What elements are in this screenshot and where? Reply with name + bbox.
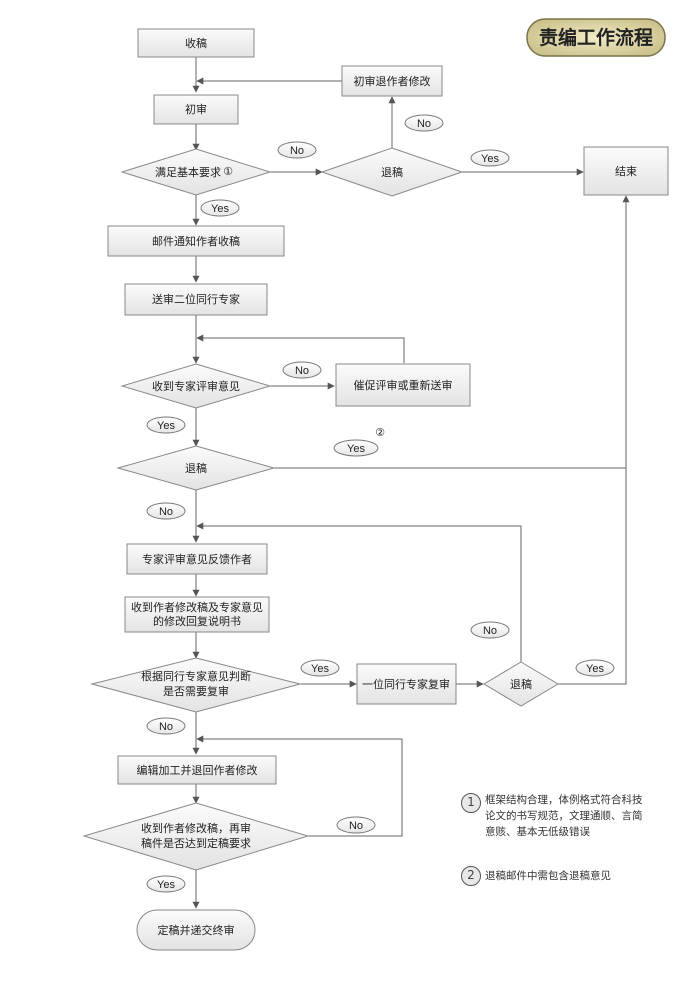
decision-d1-mark: ①	[223, 165, 233, 178]
svg-text:Yes: Yes	[347, 443, 365, 455]
node-n9: 一位同行专家复审	[356, 663, 457, 705]
decision-d4-label: 退稿	[185, 461, 207, 475]
label-l4: Yes	[470, 149, 510, 167]
note1-marker: 1	[461, 793, 481, 813]
node-n8-line1: 收到作者修改稿及专家意见	[131, 600, 263, 614]
svg-text:No: No	[290, 145, 304, 157]
node-n8-line2: 的修改回复说明书	[153, 614, 241, 628]
node-n2: 初审	[153, 94, 239, 125]
edge-d6-end	[558, 468, 627, 685]
svg-text:No: No	[295, 365, 309, 377]
decision-d5-line2: 是否需要复审	[163, 684, 229, 698]
label-l10: No	[470, 621, 510, 639]
node-n10: 编辑加工并退回作者修改	[117, 755, 277, 785]
label-l7-mark: ②	[375, 426, 385, 439]
decision-d6-label: 退稿	[510, 677, 532, 691]
node-n8: 收到作者修改稿及专家意见 的修改回复说明书	[124, 596, 270, 633]
edge-d4-end	[274, 195, 630, 469]
edge-d7-merge	[196, 735, 403, 837]
node-n5-label: 送审二位同行专家	[152, 292, 240, 306]
decision-d5: 根据同行专家意见判断 是否需要复审	[90, 657, 302, 713]
decision-d7-line2: 稿件是否达到定稿要求	[141, 836, 251, 850]
decision-d1: 满足基本要求 ①	[120, 148, 272, 196]
decision-d5-line1: 根据同行专家意见判断	[141, 669, 251, 683]
node-n1-label: 收稿	[185, 36, 207, 50]
svg-text:Yes: Yes	[211, 203, 229, 215]
label-l7: Yes ②	[333, 426, 385, 457]
decision-d4: 退稿	[116, 445, 276, 491]
node-n6-label: 催促评审或重新送审	[354, 378, 453, 392]
title-text: 责编工作流程	[539, 26, 653, 49]
label-l12: Yes	[575, 659, 615, 677]
label-l8: No	[146, 502, 186, 520]
note1-text: 框架结构合理，体例格式符合科技 论文的书写规范，文理通顺、言简 意赅、基本无低级…	[485, 794, 643, 838]
node-n7: 专家评审意见反馈作者	[126, 543, 268, 575]
node-n11-label: 定稿并递交终审	[158, 923, 235, 937]
node-n3-label: 初审退作者修改	[354, 74, 431, 88]
note2-marker: 2	[461, 866, 481, 886]
svg-text:Yes: Yes	[157, 420, 175, 432]
decision-d3: 收到专家评审意见	[120, 363, 272, 409]
node-n4-label: 邮件通知作者收稿	[152, 234, 240, 248]
connectors	[192, 57, 630, 909]
svg-text:No: No	[159, 506, 173, 518]
node-n7-label: 专家评审意见反馈作者	[142, 552, 252, 566]
label-l13: No	[336, 816, 376, 834]
label-l5: No	[282, 361, 322, 379]
node-n2-label: 初审	[185, 102, 207, 116]
decision-d6: 退稿	[483, 661, 559, 707]
node-n11: 定稿并递交终审	[136, 909, 256, 951]
edge-n6-merge	[196, 334, 405, 363]
page-title: 责编工作流程	[526, 18, 666, 57]
label-l2: Yes	[200, 199, 240, 217]
note2-text: 退稿邮件中需包含退稿意见	[485, 870, 611, 882]
node-n6: 催促评审或重新送审	[335, 363, 471, 407]
decision-d3-label: 收到专家评审意见	[152, 379, 240, 393]
node-end: 结束	[583, 146, 669, 196]
svg-text:No: No	[349, 820, 363, 832]
node-n10-label: 编辑加工并退回作者修改	[137, 763, 258, 777]
decision-d7-line1: 收到作者修改稿，再审	[141, 821, 251, 835]
label-l3: No	[404, 114, 444, 132]
node-n1: 收稿	[137, 28, 255, 58]
decision-d2-label: 退稿	[381, 165, 403, 179]
label-l9: Yes	[300, 659, 340, 677]
label-l14: Yes	[146, 875, 186, 893]
svg-text:Yes: Yes	[157, 879, 175, 891]
node-n9-label: 一位同行专家复审	[362, 677, 450, 691]
svg-text:No: No	[417, 118, 431, 130]
edge-d6-merge	[196, 522, 522, 662]
decision-d2: 退稿	[320, 147, 464, 197]
node-n5: 送审二位同行专家	[124, 283, 268, 316]
svg-text:Yes: Yes	[481, 153, 499, 165]
svg-text:No: No	[483, 625, 497, 637]
node-end-label: 结束	[615, 165, 637, 178]
node-n3: 初审退作者修改	[341, 65, 443, 97]
decision-d1-label: 满足基本要求	[155, 165, 221, 179]
label-l6: Yes	[146, 416, 186, 434]
svg-text:Yes: Yes	[311, 663, 329, 675]
label-l11: No	[146, 717, 186, 735]
svg-text:No: No	[159, 721, 173, 733]
node-n4: 邮件通知作者收稿	[107, 225, 285, 257]
svg-text:Yes: Yes	[586, 663, 604, 675]
label-l1: No	[277, 141, 317, 159]
decision-d7: 收到作者修改稿，再审 稿件是否达到定稿要求	[82, 802, 310, 871]
